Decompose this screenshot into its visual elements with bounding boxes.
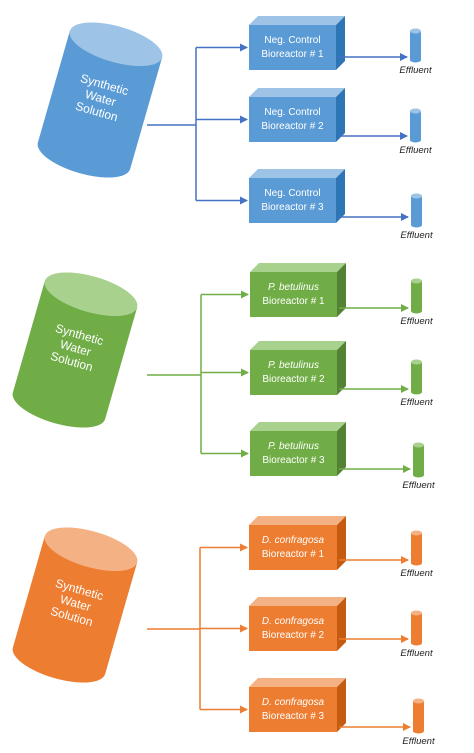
bioreactor-treatment-label: D. confragosa [262,535,325,546]
effluent-vial [413,442,424,478]
bioreactor-treatment-label: Neg. Control [264,35,320,46]
bioreactor-treatment-label: Neg. Control [264,188,320,199]
effluent-label: Effluent [400,397,433,408]
bioreactor-number-label: Bioreactor # 3 [262,455,325,466]
bioreactor-treatment-label: Neg. Control [264,107,320,118]
bioreactor-treatment-label: D. confragosa [262,616,325,627]
bioreactor-number-label: Bioreactor # 3 [261,202,324,213]
bioreactor-number-label: Bioreactor # 1 [262,549,325,560]
effluent-label: Effluent [400,230,433,241]
effluent-label: Effluent [399,145,432,156]
effluent-vial [411,610,422,646]
bioreactor-number-label: Bioreactor # 2 [262,630,325,641]
effluent-label: Effluent [400,568,433,579]
effluent-vial [411,278,422,314]
bioreactor-number-label: Bioreactor # 1 [262,296,325,307]
bioreactor-treatment-label: P. betulinus [268,441,319,452]
bioreactor-number-label: Bioreactor # 2 [261,121,324,132]
effluent-vial [411,359,422,395]
bioreactor-number-label: Bioreactor # 2 [262,374,325,385]
effluent-label: Effluent [400,316,433,327]
bioreactor-treatment-label: P. betulinus [268,282,319,293]
effluent-vial [411,530,422,566]
bioreactor-number-label: Bioreactor # 1 [261,49,324,60]
effluent-label: Effluent [399,65,432,76]
effluent-vial [413,698,424,734]
effluent-vial [410,108,421,143]
effluent-label: Effluent [402,736,435,747]
effluent-label: Effluent [400,648,433,659]
bioreactor-treatment-label: D. confragosa [262,697,325,708]
effluent-vial [411,193,422,228]
bioreactor-treatment-label: P. betulinus [268,360,319,371]
effluent-vial [410,28,421,63]
bioreactor-number-label: Bioreactor # 3 [262,711,325,722]
effluent-label: Effluent [402,480,435,491]
